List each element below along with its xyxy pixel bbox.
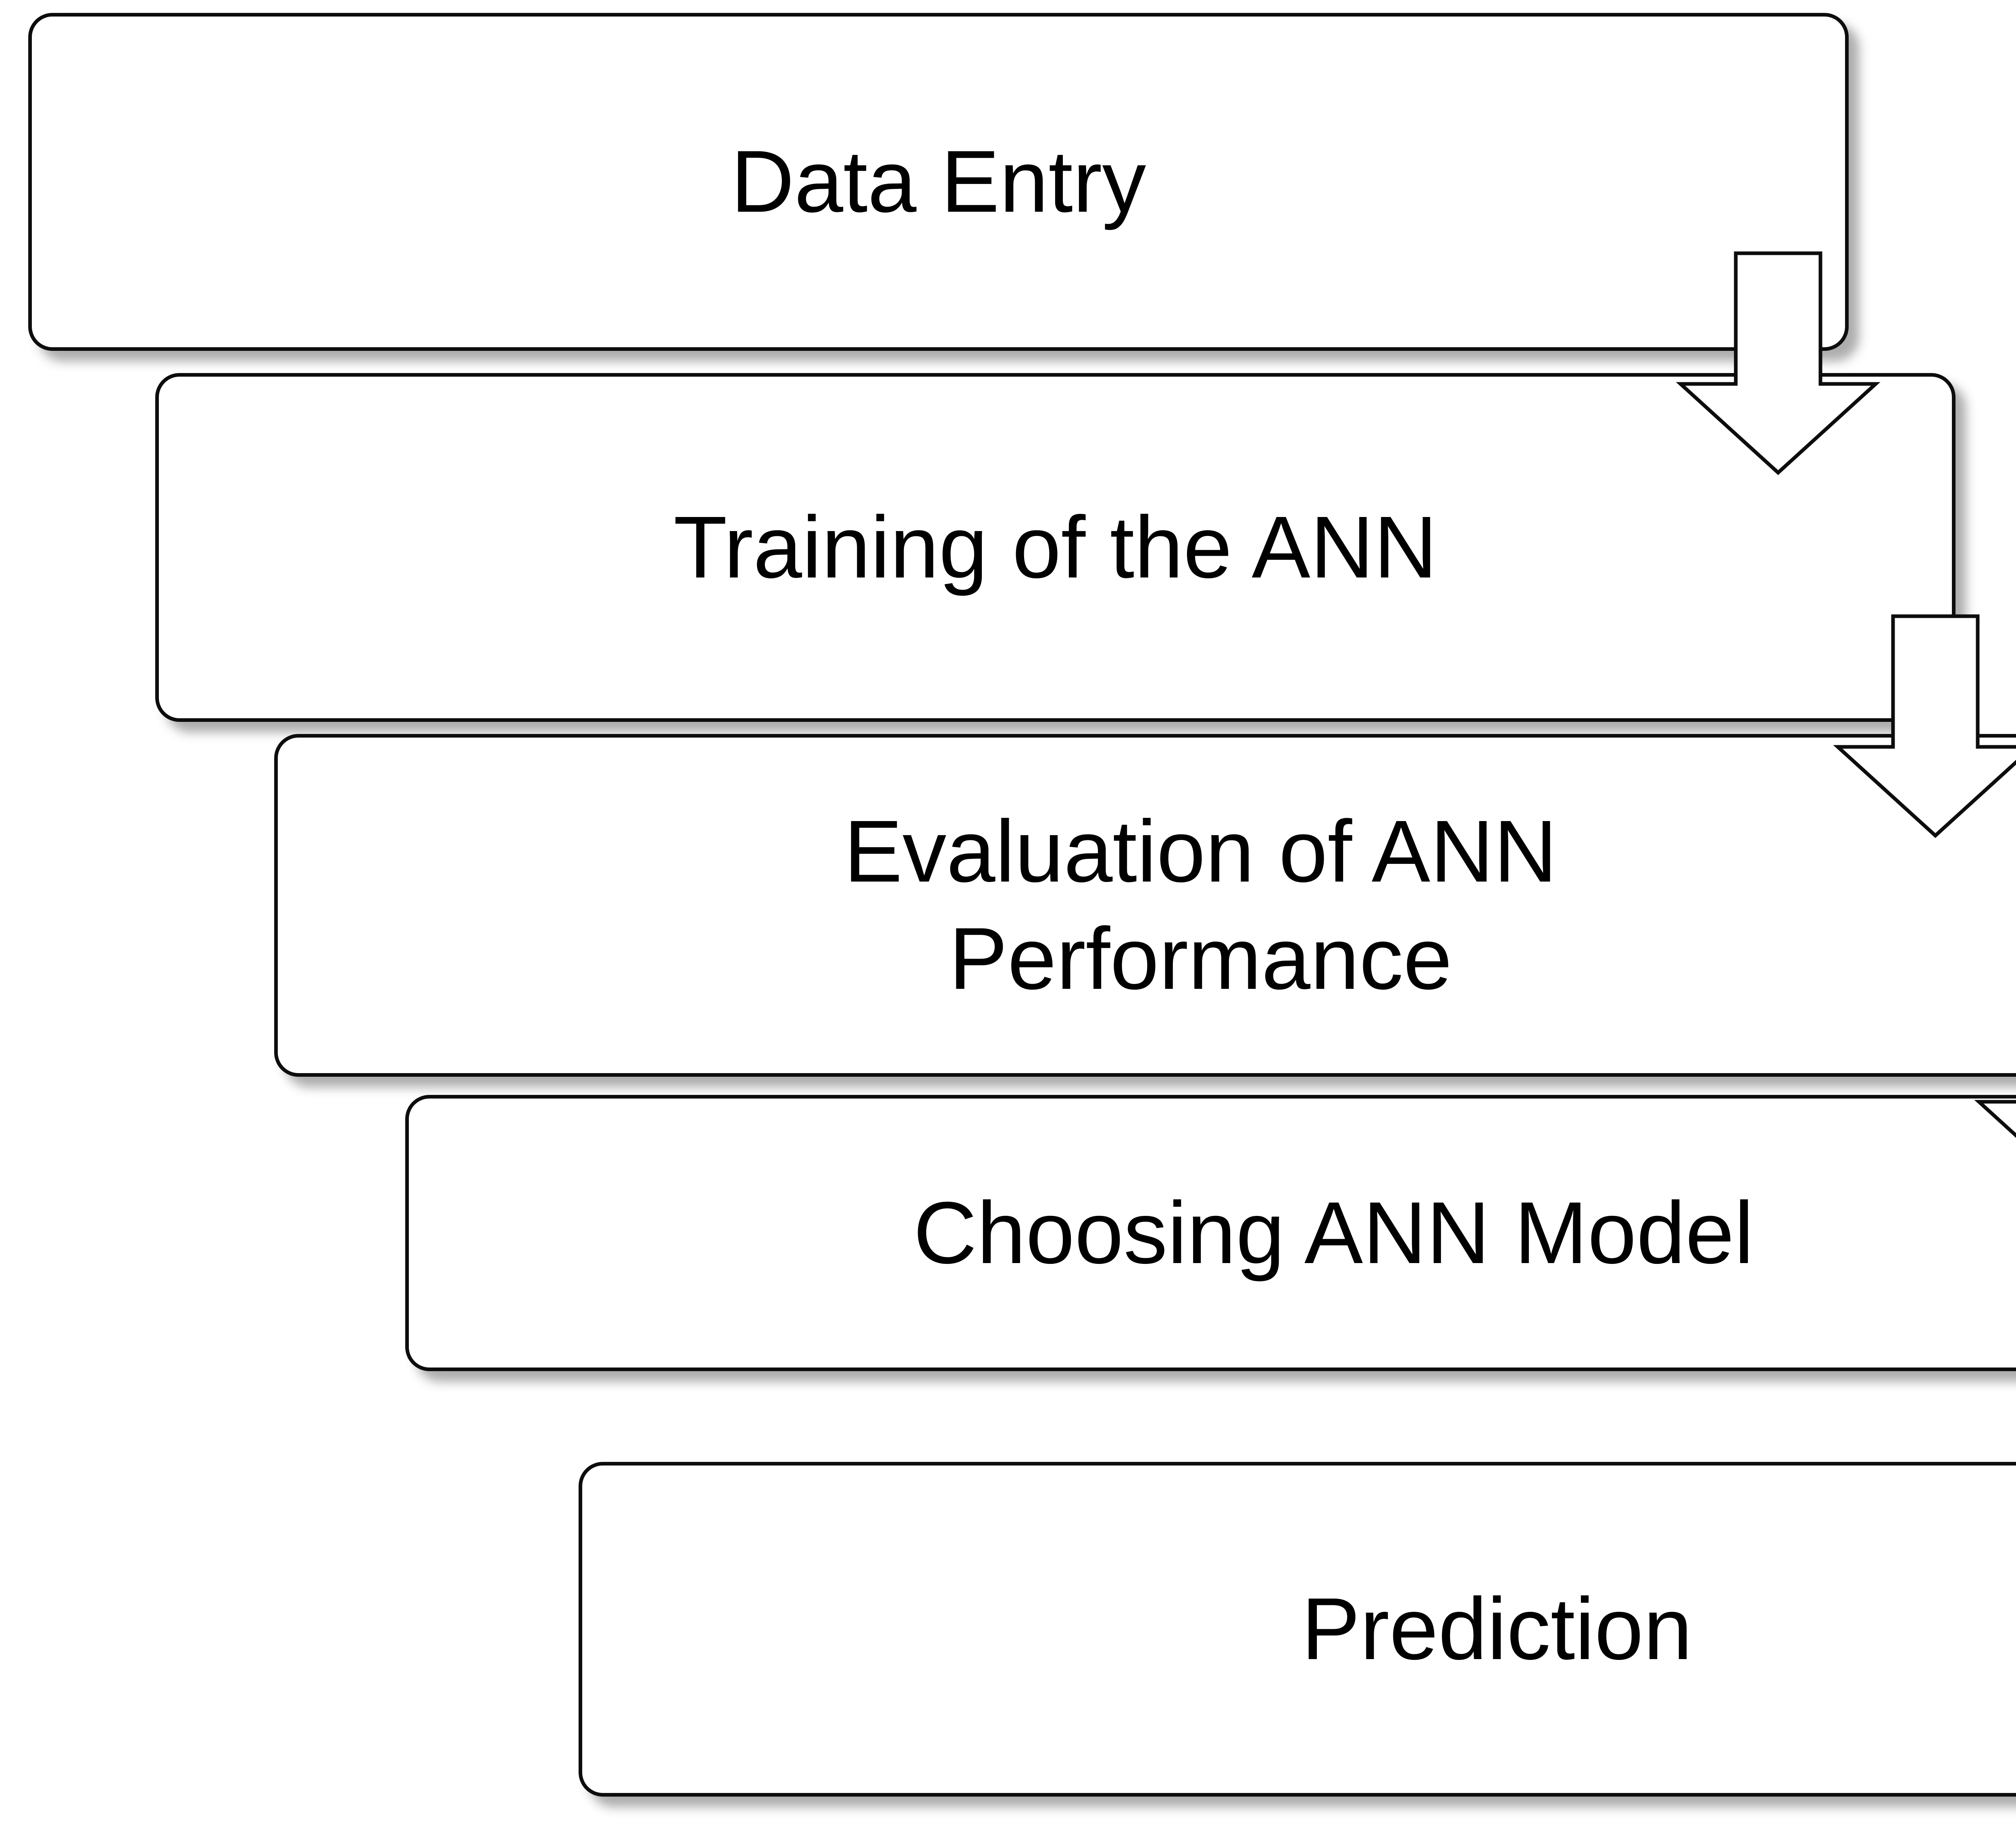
arrow-down-icon-2 <box>1833 613 2016 839</box>
flow-node-label: Training of the ANN <box>673 498 1437 596</box>
flow-node-prediction[interactable]: Prediction <box>579 1462 2016 1797</box>
flow-node-label: Prediction <box>1301 1580 1693 1678</box>
flow-node-label: Data Entry <box>731 133 1146 231</box>
flow-node-label: Choosing ANN Model <box>913 1184 1754 1282</box>
flow-node-training-of-the-ann[interactable]: Training of the ANN <box>155 373 1956 722</box>
arrow-down-icon-1 <box>1676 250 1881 476</box>
flow-node-data-entry[interactable]: Data Entry <box>28 13 1849 351</box>
flow-node-label: Evaluation of ANN Performance <box>843 803 1558 1008</box>
flow-node-choosing-ann-model[interactable]: Choosing ANN Model <box>405 1095 2016 1371</box>
arrow-down-icon-3 <box>1974 968 2016 1194</box>
flow-node-evaluation-of-ann-performance[interactable]: Evaluation of ANN Performance <box>274 734 2016 1077</box>
